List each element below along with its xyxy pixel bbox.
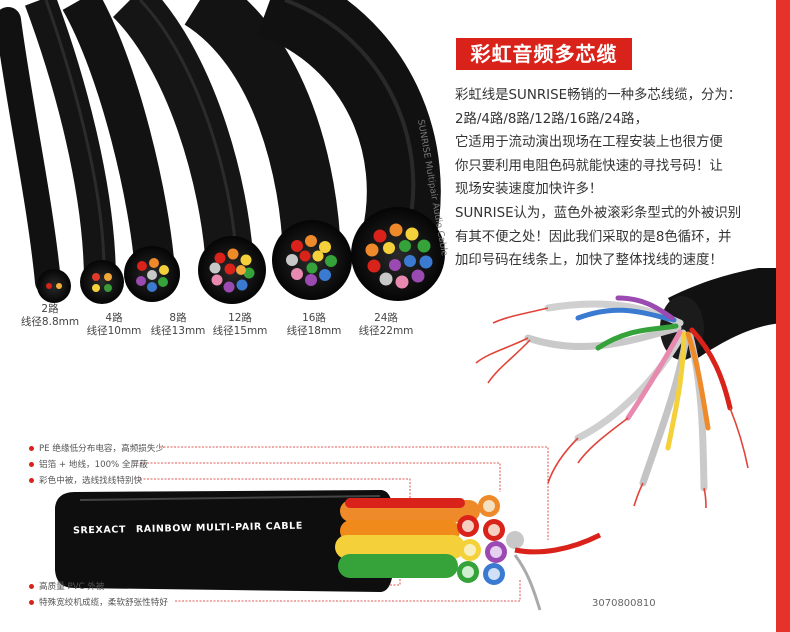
description-line: 你只要利用电阻色码就能快速的寻找号码！让 (455, 158, 723, 174)
annotation: 铝箔 + 地线，100% 全屏蔽 (29, 458, 148, 470)
size-label: 8路 线径13mm (138, 312, 218, 338)
size-label: 4路 线径10mm (74, 312, 154, 338)
annotation: 特殊宽绞机成缆，柔软舒张性特好 (29, 596, 168, 608)
diameter-text: 线径13mm (150, 325, 206, 337)
size-label: 12路 线径15mm (200, 312, 280, 338)
annotation: PE 绝缘低分布电容，高频损失少 (29, 442, 164, 454)
channels-text: 2路 (41, 303, 59, 315)
bullet-dot-icon (29, 478, 34, 483)
size-label: 2路 线径8.8mm (10, 303, 90, 329)
description-line: 2路/4路/8路/12路/16路/24路， (455, 111, 648, 127)
brand-text: SREXACT (72, 524, 127, 537)
bullet-dot-icon (29, 446, 34, 451)
part-number: 3070800810 (592, 598, 656, 609)
cross-section-24 (351, 207, 445, 301)
bullet-dot-icon (29, 600, 34, 605)
channels-text: 8路 (169, 312, 187, 324)
channels-text: 4路 (105, 312, 123, 324)
annotation: 高质量 PVC 外被 (29, 580, 105, 592)
description-line: SUNRISE认为，蓝色外被滚彩条型式的外被识别 (455, 205, 742, 221)
size-label: 16路 线径18mm (274, 312, 354, 338)
description-line: 它适用于流动演出现场在工程安装上也很方便 (455, 135, 723, 151)
stripped-cable-photo (475, 268, 776, 508)
product-title: 彩虹音频多芯缆 (456, 38, 632, 70)
annotation: 彩色中被，选线找线特别快 (29, 474, 142, 486)
annotation-text: 铝箔 + 地线，100% 全屏蔽 (39, 460, 148, 470)
cross-section-12 (198, 236, 266, 304)
description-line: 有其不便之处！因此我们采取的是8色循环，并 (455, 229, 732, 245)
product-description: 彩虹线是SUNRISE畅销的一种多芯线缆，分为： 2路/4路/8路/12路/16… (455, 84, 775, 273)
diameter-text: 线径18mm (286, 325, 342, 337)
cross-section-16 (272, 220, 352, 300)
diameter-text: 线径8.8mm (20, 316, 80, 328)
cable-cutaway-diagram (55, 446, 602, 611)
annotation-text: 彩色中被，选线找线特别快 (39, 476, 143, 486)
diameter-text: 线径10mm (86, 325, 142, 337)
diameter-text: 线径15mm (212, 325, 268, 337)
description-line: 彩虹线是SUNRISE畅销的一种多芯线缆，分为： (455, 88, 742, 103)
channels-text: 16路 (302, 312, 326, 324)
cross-section-4 (80, 260, 124, 304)
bullet-dot-icon (29, 462, 34, 467)
channels-text: 24路 (374, 312, 398, 324)
size-label: 24路 线径22mm (346, 312, 426, 338)
channels-text: 12路 (228, 312, 252, 324)
side-accent-bar (776, 0, 790, 632)
cable-sizes-photo: SUNRISE Multipair Audio Cable (0, 0, 449, 304)
bullet-dot-icon (29, 584, 34, 589)
description-line: 加印号码在线条上，加快了整体找线的速度！ (455, 253, 723, 269)
annotation-text: 高质量 PVC 外被 (39, 582, 105, 592)
annotation-text: PE 绝缘低分布电容，高频损失少 (39, 444, 165, 454)
cross-section-8 (124, 246, 180, 302)
description-line: 现场安装速度加快许多！ (455, 182, 603, 198)
diameter-text: 线径22mm (358, 325, 414, 337)
cross-section-2 (37, 269, 71, 303)
annotation-text: 特殊宽绞机成缆，柔软舒张性特好 (39, 598, 168, 608)
